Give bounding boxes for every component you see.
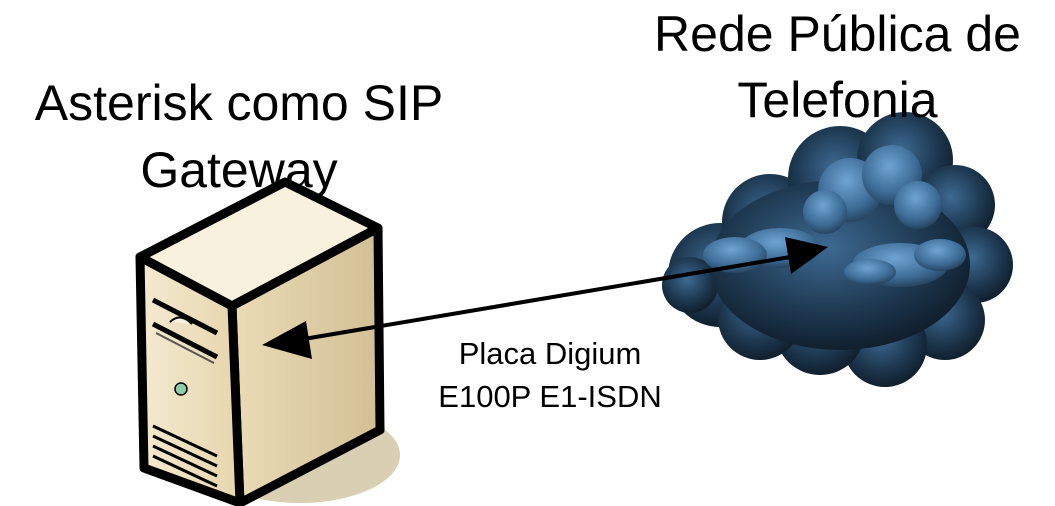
connection-arrow [262,237,828,359]
server-vent-lines [152,424,218,488]
server-label-line2: Gateway [140,142,338,198]
server-label-line1: Asterisk como SIP [34,75,444,131]
arrowhead-right [785,237,828,274]
server-drive-bays [151,297,219,364]
power-led [174,382,188,396]
cloud-label-line1: Rede Pública de [654,6,1021,62]
cloud-label-line2: Telefonia [737,72,938,128]
link-label-line2: E100P E1-ISDN [438,379,662,414]
arrowhead-left [262,321,312,359]
link-label-line1: Placa Digium [458,336,642,371]
server-icon [135,177,400,506]
